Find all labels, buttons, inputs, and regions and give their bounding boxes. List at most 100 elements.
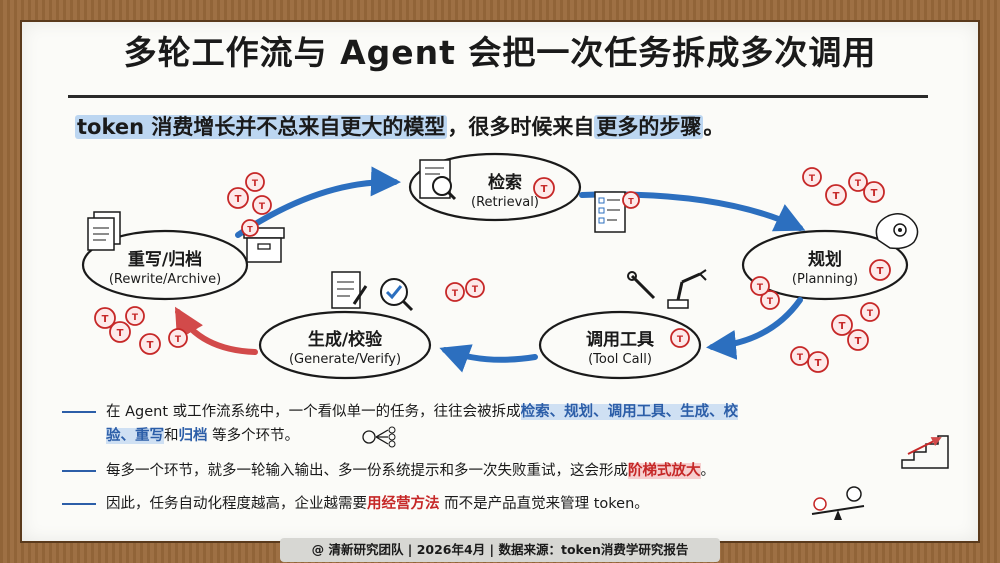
svg-text:T: T bbox=[452, 289, 459, 299]
svg-text:T: T bbox=[628, 197, 634, 206]
bullet-1-highlight-3: 归档 bbox=[178, 428, 208, 444]
bullet-dash bbox=[62, 470, 96, 472]
svg-text:T: T bbox=[871, 188, 878, 199]
svg-text:T: T bbox=[867, 309, 874, 319]
node-toolcall-ellipse bbox=[538, 310, 702, 380]
edit-document-icon bbox=[331, 271, 368, 309]
node-rewrite-label: 重写/归档 (Rewrite/Archive) bbox=[85, 245, 245, 287]
wrench-icon bbox=[627, 271, 656, 300]
token-coin-icon: T bbox=[109, 321, 131, 343]
bullet-1-text-3: 等多个环节。 bbox=[207, 428, 300, 444]
token-coin-icon: T bbox=[848, 172, 868, 192]
archive-box-icon bbox=[243, 227, 285, 263]
token-coin-icon: T bbox=[860, 302, 880, 322]
token-coin-icon: T bbox=[847, 329, 869, 351]
svg-text:T: T bbox=[235, 194, 242, 205]
token-coin-icon: T bbox=[863, 181, 885, 203]
svg-text:T: T bbox=[677, 335, 684, 345]
bullet-dash bbox=[62, 503, 96, 505]
bullet-2-highlight: 阶梯式放大 bbox=[628, 463, 701, 479]
bullet-1-highlight-1: 检索、规划、调用工具、生成、校 bbox=[520, 404, 739, 420]
bullet-1-text-2: 和 bbox=[164, 428, 179, 444]
token-coin-icon: T bbox=[750, 276, 770, 296]
footer-source: @ 清新研究团队 | 2026年4月 | 数据来源：token消费学研究报告 bbox=[280, 538, 720, 562]
arrow-toolcall-to-generate bbox=[439, 344, 538, 373]
svg-text:T: T bbox=[132, 313, 139, 323]
svg-text:T: T bbox=[767, 297, 774, 307]
node-planning-cn: 规划 bbox=[808, 250, 842, 270]
token-coin-icon: T bbox=[869, 259, 891, 281]
node-generate-label: 生成/校验 (Generate/Verify) bbox=[265, 325, 425, 367]
token-coin-icon: T bbox=[252, 195, 272, 215]
arrow-rewrite-to-retrieval bbox=[235, 166, 401, 238]
robot-arm-icon bbox=[667, 269, 707, 309]
svg-text:T: T bbox=[797, 353, 804, 363]
token-coin-icon: T bbox=[168, 328, 188, 348]
node-planning-en: (Planning) bbox=[791, 272, 859, 287]
svg-text:T: T bbox=[833, 191, 840, 202]
title-underline bbox=[68, 95, 928, 98]
token-coin-icon: T bbox=[94, 307, 116, 329]
svg-text:T: T bbox=[247, 225, 253, 234]
whiteboard bbox=[20, 20, 980, 543]
subtitle-highlight-1: token 消费增长并不总来自更大的模型 bbox=[75, 115, 448, 139]
token-coin-icon: T bbox=[790, 346, 810, 366]
token-coin-icon: T bbox=[465, 278, 485, 298]
bullet-3: 因此，任务自动化程度越高，企业越需要用经营方法 而不是产品直觉来管理 token… bbox=[62, 492, 649, 513]
token-coin-icon: T bbox=[227, 187, 249, 209]
token-coin-icon: T bbox=[622, 191, 640, 209]
arrow-generate-to-rewrite bbox=[174, 306, 258, 355]
token-coin-icon: T bbox=[807, 351, 829, 373]
bullet-3-highlight: 用经营方法 bbox=[367, 496, 440, 512]
node-rewrite-ellipse bbox=[81, 229, 249, 301]
node-toolcall-en: (Tool Call) bbox=[588, 352, 652, 367]
svg-text:T: T bbox=[855, 179, 862, 189]
svg-text:T: T bbox=[757, 283, 764, 293]
node-generate-cn: 生成/校验 bbox=[307, 330, 383, 350]
token-coin-icon: T bbox=[670, 328, 690, 348]
token-coin-icon: T bbox=[245, 172, 265, 192]
arrow-planning-to-toolcall bbox=[706, 297, 803, 360]
checklist-icon bbox=[594, 191, 626, 233]
node-retrieval-cn: 检索 bbox=[488, 173, 522, 193]
token-coin-icon: T bbox=[139, 333, 161, 355]
bullet-2-text-2: 。 bbox=[700, 463, 716, 479]
node-retrieval-en: (Retrieval) bbox=[471, 195, 539, 210]
subtitle: token 消费增长并不总来自更大的模型，很多时候来自更多的步骤。 bbox=[75, 111, 724, 141]
token-coin-icon: T bbox=[533, 177, 555, 199]
svg-text:T: T bbox=[117, 328, 124, 339]
node-retrieval-label: 检索 (Retrieval) bbox=[455, 168, 555, 210]
node-planning-ellipse bbox=[741, 229, 909, 301]
bullet-3-text: 因此，任务自动化程度越高，企业越需要 bbox=[106, 496, 367, 512]
svg-text:T: T bbox=[541, 184, 548, 195]
token-coin-icon: T bbox=[241, 219, 259, 237]
node-generate-ellipse bbox=[258, 310, 432, 380]
subtitle-highlight-2: 更多的步骤 bbox=[594, 115, 704, 139]
bullet-1: 在 Agent 或工作流系统中，一个看似单一的任务，往往会被拆成检索、规划、调用… bbox=[62, 400, 739, 421]
node-retrieval-ellipse bbox=[408, 152, 582, 222]
bullet-2-text: 每多一个环节，就多一轮输入输出、多一份系统提示和多一次失败重试，这会形成 bbox=[106, 463, 628, 479]
check-magnifier-icon bbox=[380, 278, 414, 312]
node-rewrite-en: (Rewrite/Archive) bbox=[108, 272, 222, 287]
node-planning-label: 规划 (Planning) bbox=[765, 245, 885, 287]
brain-gear-icon bbox=[875, 213, 919, 250]
bullet-1-cont: 验、重写和归档 等多个环节。 bbox=[106, 424, 299, 445]
bullet-1-text: 在 Agent 或工作流系统中，一个看似单一的任务，往往会被拆成 bbox=[106, 404, 521, 420]
page-title: 多轮工作流与 Agent 会把一次任务拆成多次调用 bbox=[123, 33, 877, 72]
token-coin-icon: T bbox=[760, 290, 780, 310]
token-coin-icon: T bbox=[445, 282, 465, 302]
balance-scale-icon bbox=[811, 486, 865, 520]
bullet-1-highlight-2: 验、重写 bbox=[106, 428, 164, 444]
stair-steps-icon bbox=[901, 435, 949, 469]
svg-text:T: T bbox=[809, 174, 816, 184]
token-coin-icon: T bbox=[831, 314, 853, 336]
documents-icon bbox=[87, 211, 121, 251]
svg-text:T: T bbox=[815, 358, 822, 369]
node-toolcall-cn: 调用工具 bbox=[586, 330, 654, 350]
subtitle-text-4: 。 bbox=[703, 115, 725, 139]
subtitle-text-2: ，很多时候来自 bbox=[447, 115, 595, 139]
node-toolcall-label: 调用工具 (Tool Call) bbox=[560, 325, 680, 367]
svg-text:T: T bbox=[839, 321, 846, 332]
